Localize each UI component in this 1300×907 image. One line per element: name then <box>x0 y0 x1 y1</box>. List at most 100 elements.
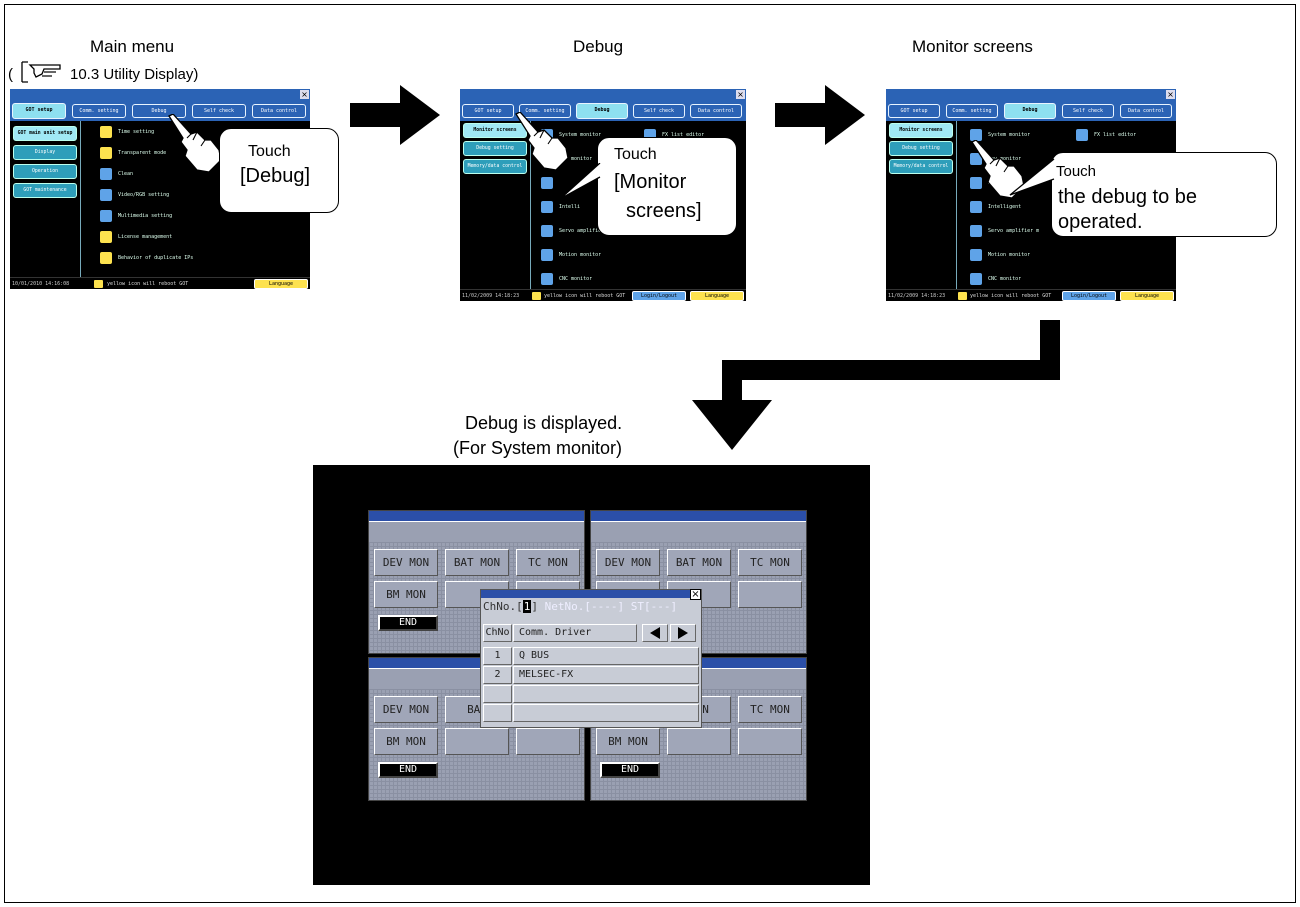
item-multimedia-setting[interactable]: Multimedia setting <box>100 210 172 222</box>
tab-row: GOT setup Comm. setting Debug Self check… <box>10 101 310 119</box>
side-display[interactable]: Display <box>13 145 77 160</box>
side-operation[interactable]: Operation <box>13 164 77 179</box>
item-servo-amplifier-monitor[interactable]: Servo amplifier m <box>541 225 610 237</box>
bm-mon-button[interactable]: BM MON <box>374 581 438 608</box>
item-cnc-monitor[interactable]: CNC monitor <box>970 273 1021 285</box>
quadrant-title-bar <box>369 511 584 521</box>
tab-self-check[interactable]: Self check <box>192 104 246 118</box>
tab-data-control[interactable]: Data control <box>252 104 306 118</box>
blank-button[interactable] <box>516 728 580 755</box>
tab-self-check[interactable]: Self check <box>1062 104 1114 118</box>
side-monitor-screens[interactable]: Monitor screens <box>463 123 527 138</box>
login-logout-button[interactable]: Login/Logout <box>632 291 686 301</box>
monitor-icon <box>970 201 982 213</box>
item-intelligent-monitor[interactable]: Intelli <box>541 201 580 213</box>
dev-mon-button[interactable]: DEV MON <box>374 696 438 723</box>
blank-button[interactable] <box>738 581 802 608</box>
divider <box>530 121 531 289</box>
tab-row: GOT setup Comm. setting Debug Self check… <box>886 101 1176 119</box>
tab-self-check[interactable]: Self check <box>633 104 685 118</box>
row-chno[interactable]: 2 <box>483 666 512 684</box>
login-logout-button[interactable]: Login/Logout <box>1062 291 1116 301</box>
language-button[interactable]: Language <box>254 279 308 289</box>
tab-got-setup[interactable]: GOT setup <box>888 104 940 118</box>
next-arrow-icon[interactable] <box>670 624 696 642</box>
blank-button[interactable] <box>445 728 509 755</box>
end-button[interactable]: END <box>378 762 438 778</box>
side-memory-data-control[interactable]: Memory/data control <box>463 159 527 174</box>
item-transparent-mode[interactable]: Transparent mode <box>100 147 166 159</box>
row-chno[interactable]: 1 <box>483 647 512 665</box>
item-clean[interactable]: Clean <box>100 168 133 180</box>
close-icon[interactable]: × <box>736 90 745 99</box>
item-video-rgb-setting[interactable]: Video/RGB setting <box>100 189 169 201</box>
item-time-setting[interactable]: Time setting <box>100 126 154 138</box>
close-icon[interactable]: × <box>300 90 309 99</box>
item-motion-monitor[interactable]: Motion monitor <box>970 249 1030 261</box>
end-button[interactable]: END <box>378 615 438 631</box>
monitor-icon <box>541 177 553 189</box>
bm-mon-button[interactable]: BM MON <box>374 728 438 755</box>
bat-mon-button[interactable]: BAT MON <box>667 549 731 576</box>
caption-monitor-screens: Monitor screens <box>912 37 1033 56</box>
side-debug-setting[interactable]: Debug setting <box>463 141 527 156</box>
reference-hand-icon <box>20 61 66 83</box>
tab-comm-setting[interactable]: Comm. setting <box>519 104 571 118</box>
side-got-main-unit-setup[interactable]: GOT main unit setup <box>13 126 77 141</box>
bm-mon-button[interactable]: BM MON <box>596 728 660 755</box>
item-cnc-monitor[interactable]: CNC monitor <box>541 273 592 285</box>
reboot-icon <box>100 126 112 138</box>
row-chno[interactable] <box>483 685 512 703</box>
blank-button[interactable] <box>667 728 731 755</box>
item-network-monitor[interactable] <box>541 177 559 189</box>
right-arrow-icon <box>350 85 440 145</box>
dialog-close-icon[interactable]: × <box>690 589 701 600</box>
monitor-icon <box>541 225 553 237</box>
side-debug-setting[interactable]: Debug setting <box>889 141 953 156</box>
tab-debug[interactable]: Debug <box>1004 103 1056 119</box>
tab-data-control[interactable]: Data control <box>1120 104 1172 118</box>
item-device-monitor[interactable]: Dev monitor <box>970 153 1021 165</box>
system-monitor-screen: DEV MON BAT MON TC MON BM MON END DEV MO… <box>313 465 870 885</box>
prev-arrow-icon[interactable] <box>642 624 668 642</box>
row-chno[interactable] <box>483 704 512 722</box>
quadrant-title-edge <box>591 521 806 522</box>
row-driver[interactable] <box>513 685 699 703</box>
dev-mon-button[interactable]: DEV MON <box>374 549 438 576</box>
item-system-monitor[interactable]: System monitor <box>970 129 1030 141</box>
tab-got-setup[interactable]: GOT setup <box>462 104 514 118</box>
item-behavior-duplicate-ips[interactable]: Behavior of duplicate IPs <box>100 252 193 264</box>
language-button[interactable]: Language <box>1120 291 1174 301</box>
item-license-management[interactable]: License management <box>100 231 172 243</box>
tab-comm-setting[interactable]: Comm. setting <box>946 104 998 118</box>
item-intelligent-monitor[interactable]: Intelligent <box>970 201 1021 213</box>
tab-data-control[interactable]: Data control <box>690 104 742 118</box>
side-got-maintenance[interactable]: GOT maintenance <box>13 183 77 198</box>
bat-mon-button[interactable]: BAT MON <box>445 549 509 576</box>
tc-mon-button[interactable]: TC MON <box>738 696 802 723</box>
dev-mon-button[interactable]: DEV MON <box>596 549 660 576</box>
row-driver[interactable]: MELSEC-FX <box>513 666 699 684</box>
end-button[interactable]: END <box>600 762 660 778</box>
tab-debug[interactable]: Debug <box>576 103 628 119</box>
tab-got-setup[interactable]: GOT setup <box>12 103 66 119</box>
yellow-icon <box>958 292 967 300</box>
channel-no-input[interactable]: 1 <box>522 600 532 613</box>
close-icon[interactable]: × <box>1166 90 1175 99</box>
tc-mon-button[interactable]: TC MON <box>738 549 802 576</box>
language-button[interactable]: Language <box>690 291 744 301</box>
item-servo-amplifier-monitor[interactable]: Servo amplifier m <box>970 225 1039 237</box>
item-motion-monitor[interactable]: Motion monitor <box>541 249 601 261</box>
tab-comm-setting[interactable]: Comm. setting <box>72 104 126 118</box>
row-driver[interactable] <box>513 704 699 722</box>
monitor-icon <box>970 153 982 165</box>
row-driver[interactable]: Q BUS <box>513 647 699 665</box>
side-monitor-screens[interactable]: Monitor screens <box>889 123 953 138</box>
item-fx-list-editor[interactable]: FX list editor <box>1076 129 1136 141</box>
side-memory-data-control[interactable]: Memory/data control <box>889 159 953 174</box>
monitor-icon <box>541 249 553 261</box>
channel-select-dialog: × ChNo.[1] NetNo.[----] ST[---] ChNo Com… <box>480 589 702 728</box>
col-header-chno: ChNo <box>483 624 512 642</box>
blank-button[interactable] <box>738 728 802 755</box>
tc-mon-button[interactable]: TC MON <box>516 549 580 576</box>
